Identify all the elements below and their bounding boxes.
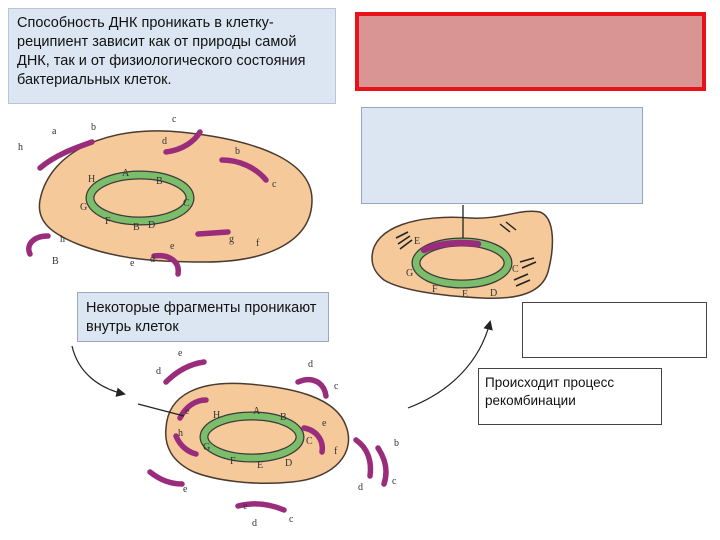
inserted-fragment bbox=[420, 239, 482, 254]
entering-fragment bbox=[173, 433, 199, 457]
fragment-label: d bbox=[162, 136, 167, 147]
cell-body bbox=[164, 382, 350, 484]
fragment-label: c bbox=[272, 179, 277, 190]
info-box-dna-penetration: Способность ДНК проникать в клетку-рецип… bbox=[8, 8, 336, 104]
dna-fragment bbox=[295, 376, 329, 399]
ring-label: E bbox=[414, 236, 420, 247]
ring-label: G bbox=[406, 268, 413, 279]
fragment-label: c bbox=[334, 381, 339, 392]
dna-fragment bbox=[195, 229, 231, 237]
fragment-label: c bbox=[392, 476, 397, 487]
fragment-label: d bbox=[252, 518, 257, 529]
fragment-label: d bbox=[150, 254, 155, 265]
fragment-label: f bbox=[334, 446, 338, 457]
cell-appendage bbox=[395, 231, 413, 250]
dna-fragment bbox=[219, 157, 269, 183]
ring-label: E bbox=[462, 289, 468, 300]
ring-label: G bbox=[203, 442, 210, 453]
fragment-label: B bbox=[52, 256, 59, 267]
fragment-label: c bbox=[289, 514, 294, 525]
dna-fragment bbox=[26, 233, 51, 257]
ring-label: e bbox=[185, 406, 190, 417]
fragment-label: c bbox=[172, 114, 177, 125]
ring-label: D bbox=[148, 220, 155, 231]
fragment-label: b bbox=[394, 438, 399, 449]
fragment-label: d bbox=[358, 482, 363, 493]
fragment-label: e bbox=[183, 484, 188, 495]
dna-fragment bbox=[163, 129, 203, 155]
ring-label: h bbox=[178, 428, 183, 439]
dna-fragment bbox=[151, 252, 181, 277]
ring-label: C bbox=[512, 264, 519, 275]
dna-ring bbox=[200, 412, 304, 462]
ring-label: H bbox=[213, 410, 220, 421]
fragment-label: d bbox=[156, 366, 161, 377]
fragment-label: g bbox=[229, 234, 234, 245]
dna-fragment bbox=[375, 445, 389, 487]
cell-top-left: H A B C D B F G a b c d b c h h B e d e … bbox=[18, 114, 313, 277]
ring-label: H bbox=[88, 174, 95, 185]
cell-appendage bbox=[499, 221, 517, 233]
ring-label: G bbox=[80, 202, 87, 213]
fragment-label: e bbox=[130, 258, 135, 269]
cell-appendage bbox=[513, 257, 537, 287]
fragment-label: e bbox=[322, 418, 327, 429]
blank-label-box bbox=[522, 302, 707, 358]
ring-label: C bbox=[306, 436, 313, 447]
fragment-label: b bbox=[235, 146, 240, 157]
dna-fragment bbox=[147, 469, 185, 487]
info-box-fragments-enter: Некоторые фрагменты проникают внутрь кле… bbox=[77, 292, 329, 342]
cell-right: E C D E F G bbox=[371, 210, 554, 300]
fragment-label: e bbox=[243, 501, 248, 512]
ring-label: F bbox=[105, 216, 111, 227]
dna-ring bbox=[86, 171, 194, 225]
fragment-label: h bbox=[18, 142, 23, 153]
ring-label: A bbox=[122, 168, 130, 179]
ring-label: E bbox=[257, 460, 263, 471]
ring-label: F bbox=[432, 284, 438, 295]
arrow-to-right-cell bbox=[407, 320, 493, 409]
info-box-recombination: Происходит процесс рекомбинации bbox=[478, 368, 662, 425]
cell-body bbox=[371, 210, 554, 300]
fragment-label: d bbox=[308, 359, 313, 370]
ring-label: D bbox=[490, 288, 497, 299]
fragment-label: a bbox=[52, 126, 57, 137]
blank-info-box bbox=[361, 107, 643, 204]
fragment-label: h bbox=[60, 234, 65, 245]
red-highlight-box bbox=[355, 12, 706, 91]
ring-label: C bbox=[183, 198, 190, 209]
pointer-line-bottom bbox=[137, 403, 185, 417]
dna-fragment bbox=[235, 501, 287, 513]
dna-fragment bbox=[353, 437, 374, 479]
fragment-label: e bbox=[170, 241, 175, 252]
arrow-to-bottom-cell bbox=[71, 345, 126, 397]
dna-fragment bbox=[37, 139, 95, 171]
cell-bottom: H A B C D E F G e h e d d c e f b c d e … bbox=[147, 348, 399, 529]
ring-label: D bbox=[285, 458, 292, 469]
dna-fragment bbox=[163, 359, 207, 385]
ring-label: F bbox=[230, 456, 236, 467]
fragment-label: b bbox=[91, 122, 96, 133]
ring-label: B bbox=[156, 176, 163, 187]
fragment-label: f bbox=[256, 238, 260, 249]
entering-fragment bbox=[301, 425, 326, 455]
fragment-label: e bbox=[178, 348, 183, 359]
ring-label: B bbox=[133, 222, 140, 233]
ring-label: A bbox=[253, 406, 261, 417]
ring-label: B bbox=[280, 412, 287, 423]
